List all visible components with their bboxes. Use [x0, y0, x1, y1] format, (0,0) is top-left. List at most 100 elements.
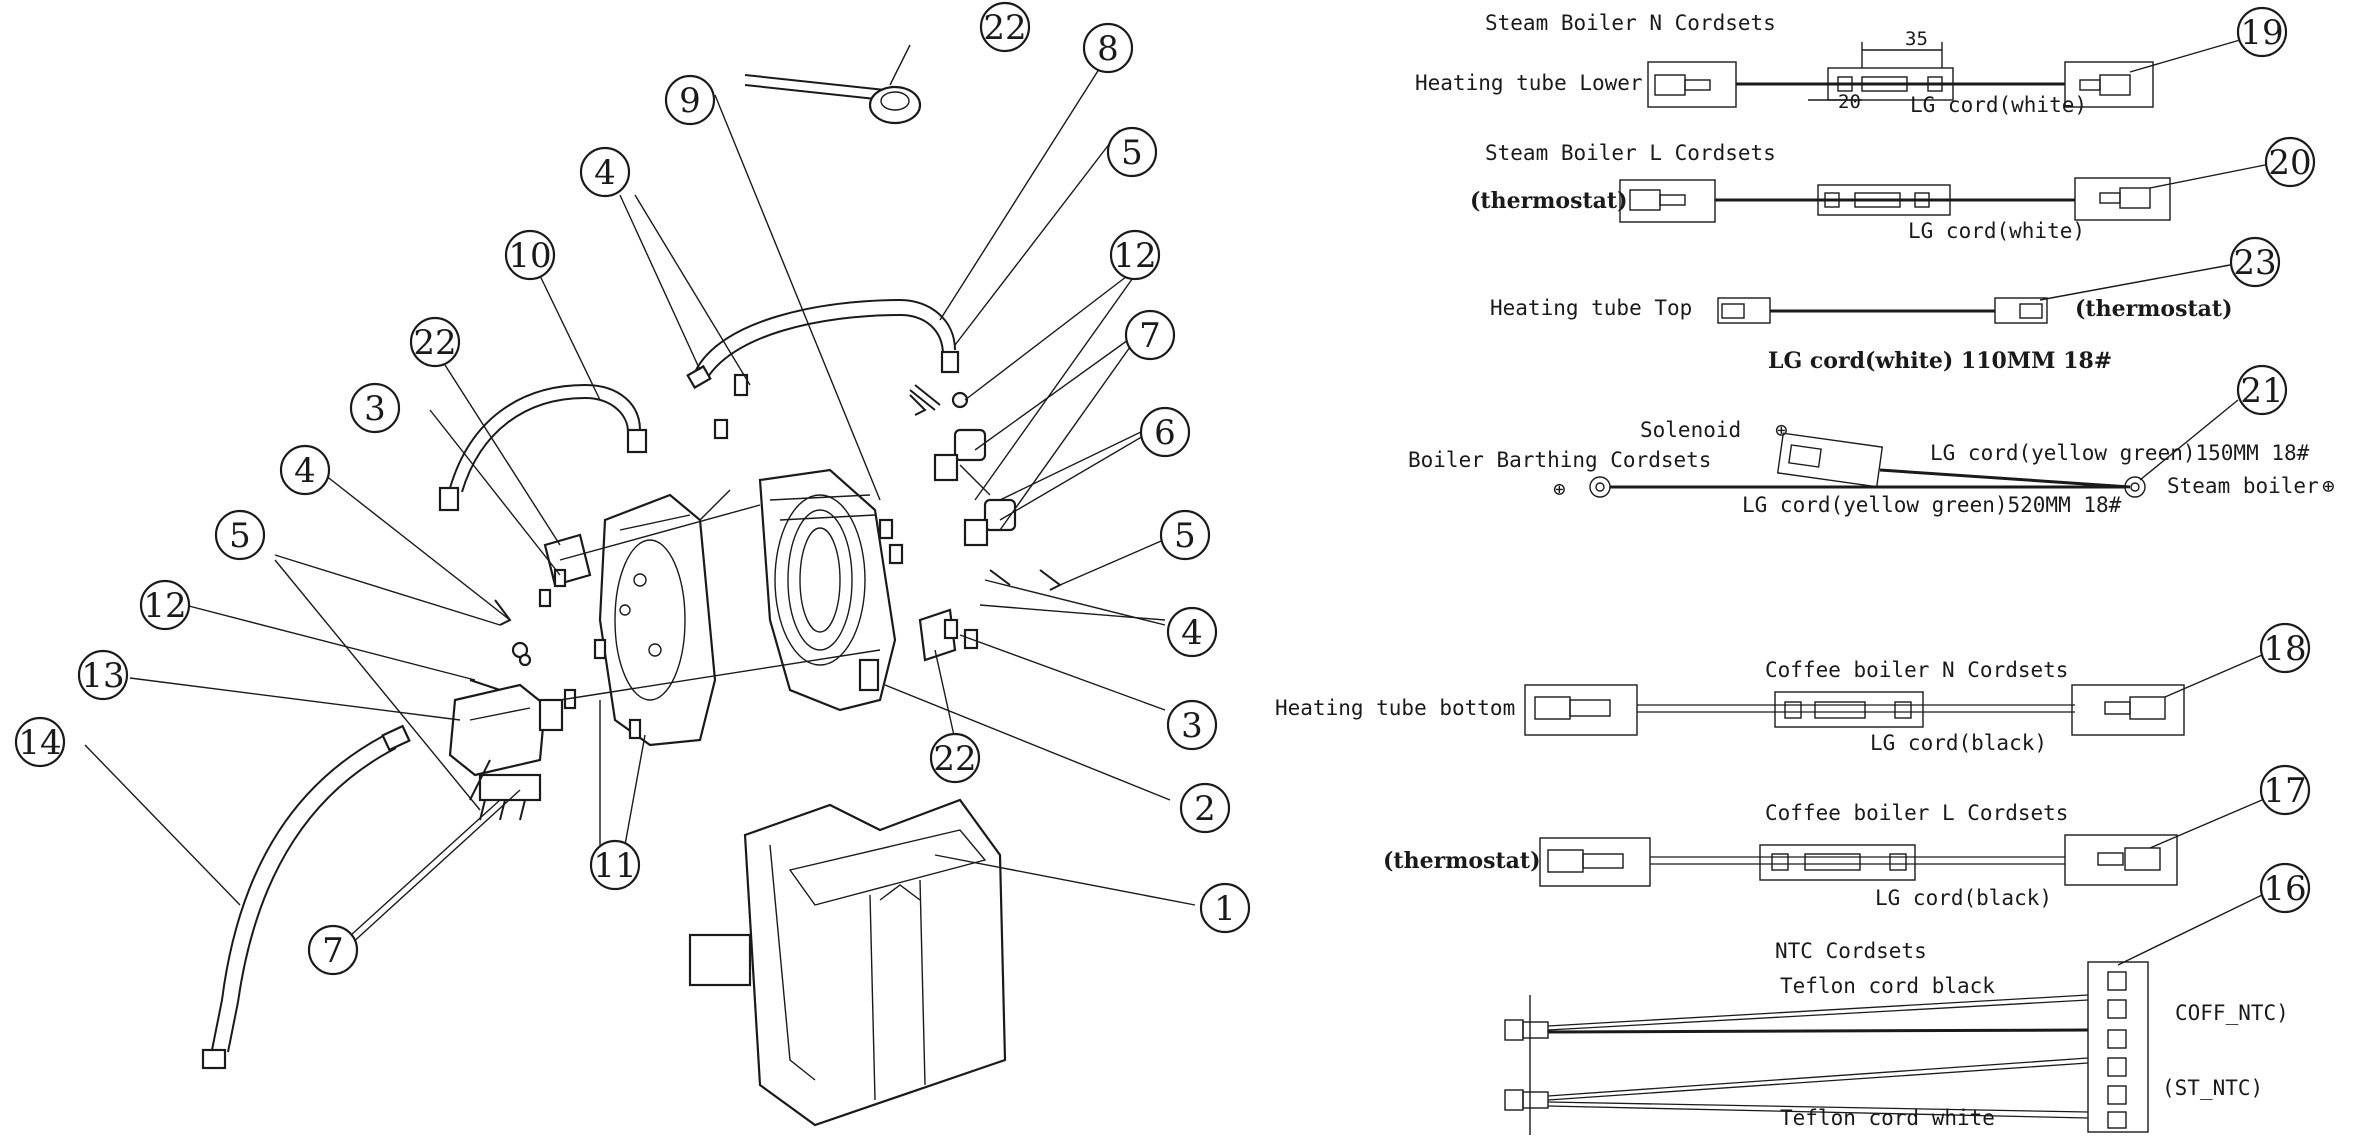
callout-23: 23: [2229, 236, 2281, 288]
svg-text:21: 21: [2240, 371, 2283, 411]
svg-text:14: 14: [18, 723, 61, 763]
earth-cord-upper-label: LG cord(yellow green)150MM 18#: [1930, 441, 2310, 465]
part-8-hose: [686, 298, 960, 390]
part-12-clips: [469, 384, 941, 691]
svg-text:16: 16: [2263, 869, 2306, 909]
callout-16: 16: [2259, 862, 2311, 914]
earth-symbol-solenoid: ⊕: [1775, 418, 1788, 442]
leader-lines: [84, 44, 1196, 946]
callout-5-top: 5: [1106, 126, 1158, 178]
svg-text:3: 3: [364, 389, 386, 429]
ntc-cord-white-label: Teflon cord white: [1780, 1106, 1995, 1130]
top-right-label: (thermostat): [2075, 296, 2232, 322]
svg-text:6: 6: [1154, 413, 1176, 453]
coffee-l-title: Coffee boiler L Cordsets: [1765, 801, 2068, 825]
callout-22-left: 22: [409, 316, 461, 368]
callout-11: 11: [589, 839, 641, 891]
callout-3-left: 3: [349, 382, 401, 434]
callout-21: 21: [2236, 364, 2288, 416]
svg-text:4: 4: [1181, 613, 1203, 653]
callout-4-left: 4: [279, 444, 331, 496]
svg-text:19: 19: [2240, 13, 2283, 53]
svg-text:5: 5: [229, 516, 251, 556]
steam-n-title: Steam Boiler N Cordsets: [1485, 11, 1776, 35]
svg-text:4: 4: [594, 153, 616, 193]
callout-22-right: 2222: [929, 732, 981, 784]
ntc-title: NTC Cordsets: [1775, 939, 1927, 963]
svg-text:20: 20: [2268, 143, 2311, 183]
part-13-thermostat: [448, 683, 547, 821]
callout-15: 22: [979, 1, 1031, 53]
svg-text:23: 23: [2233, 243, 2276, 283]
steam-n-cordset: Steam Boiler N Cordsets Heating tube Low…: [1415, 11, 2241, 117]
callout-6: 6: [1139, 406, 1191, 458]
steam-n-dim-35: 35: [1905, 28, 1928, 50]
svg-text:11: 11: [593, 846, 636, 886]
coffee-l-left-label: (thermostat): [1383, 848, 1540, 874]
part-1-base-box: [688, 798, 1007, 1127]
earth-cordset: Solenoid ⊕ Boiler Barthing Cordsets LG c…: [1408, 399, 2335, 517]
svg-text:12: 12: [143, 586, 186, 626]
part-2-steam-boiler: [758, 468, 897, 712]
callout-5-right: 5: [1159, 509, 1211, 561]
earth-right-label: Steam boiler: [2167, 474, 2319, 498]
svg-text:8: 8: [1097, 29, 1119, 69]
part-6-fitting: [953, 428, 1017, 532]
svg-text:22: 22: [413, 323, 456, 363]
callout-12-left: 12: [139, 579, 191, 631]
steam-l-title: Steam Boiler L Cordsets: [1485, 141, 1776, 165]
callout-19: 19: [2236, 6, 2288, 58]
callout-22-right-num: 22: [933, 739, 976, 779]
svg-text:5: 5: [1174, 516, 1196, 556]
top-cordset: Heating tube Top (thermostat) LG cord(wh…: [1490, 264, 2232, 374]
callout-13: 13: [77, 649, 129, 701]
callout-10: 10: [504, 229, 556, 281]
ntc-cord-black-label: Teflon cord black: [1780, 974, 1995, 998]
steam-n-cord-label: LG cord(white): [1910, 93, 2087, 117]
ntc-cordset: NTC Cordsets Teflon cord black COFF_NTC)…: [1504, 894, 2289, 1135]
earth-cord-lower-label: LG cord(yellow green)520MM 18#: [1742, 493, 2122, 517]
part-15-probe: [744, 74, 922, 125]
earth-title: Boiler Barthing Cordsets: [1408, 448, 1711, 472]
svg-text:13: 13: [81, 656, 124, 696]
part-10-hose: [438, 383, 648, 512]
svg-text:2: 2: [1194, 789, 1216, 829]
top-cord-label: LG cord(white) 110MM 18#: [1768, 348, 2112, 374]
callout-17: 17: [2259, 764, 2311, 816]
svg-text:7: 7: [1139, 316, 1161, 356]
steam-l-left-label: (thermostat): [1470, 188, 1627, 214]
coffee-n-left-label: Heating tube bottom: [1275, 696, 1515, 720]
steam-l-cordset: Steam Boiler L Cordsets (thermostat) LG …: [1470, 141, 2266, 243]
callout-14: 14: [14, 716, 66, 768]
earth-symbol-right: ⊕: [2322, 474, 2335, 498]
svg-text:5: 5: [1121, 133, 1143, 173]
assembly-guides: [559, 489, 881, 701]
svg-text:10: 10: [508, 236, 551, 276]
part-7-fitting-left: [469, 698, 564, 801]
coffee-l-cord-label: LG cord(black): [1875, 886, 2052, 910]
svg-text:1: 1: [1214, 889, 1236, 929]
callout-5-left: 5: [214, 509, 266, 561]
ntc-st-label: (ST_NTC): [2162, 1076, 2263, 1100]
callout-12-right: 12: [1109, 229, 1161, 281]
ntc-coff-label: COFF_NTC): [2175, 1001, 2289, 1025]
earth-symbol-left: ⊕: [1553, 477, 1566, 501]
callout-2: 2: [1179, 782, 1231, 834]
svg-text:4: 4: [294, 451, 316, 491]
callout-7-right: 7: [1124, 309, 1176, 361]
coffee-l-cordset: Coffee boiler L Cordsets (thermostat) LG…: [1383, 799, 2263, 910]
callout-7-left: 7: [307, 924, 359, 976]
svg-text:7: 7: [322, 931, 344, 971]
svg-text:3: 3: [1181, 706, 1203, 746]
callout-4-top: 4: [579, 146, 631, 198]
part-22-bracket-left: [543, 533, 592, 587]
callout-4-right: 4: [1166, 606, 1218, 658]
callout-8: 8: [1082, 22, 1134, 74]
steam-l-cord-label: LG cord(white): [1908, 219, 2085, 243]
svg-text:9: 9: [679, 81, 701, 121]
callout-3-right: 3: [1166, 699, 1218, 751]
callout-18: 18: [2259, 622, 2311, 674]
callout-1: 1: [1199, 882, 1251, 934]
steam-n-dim-20: 20: [1838, 91, 1861, 113]
